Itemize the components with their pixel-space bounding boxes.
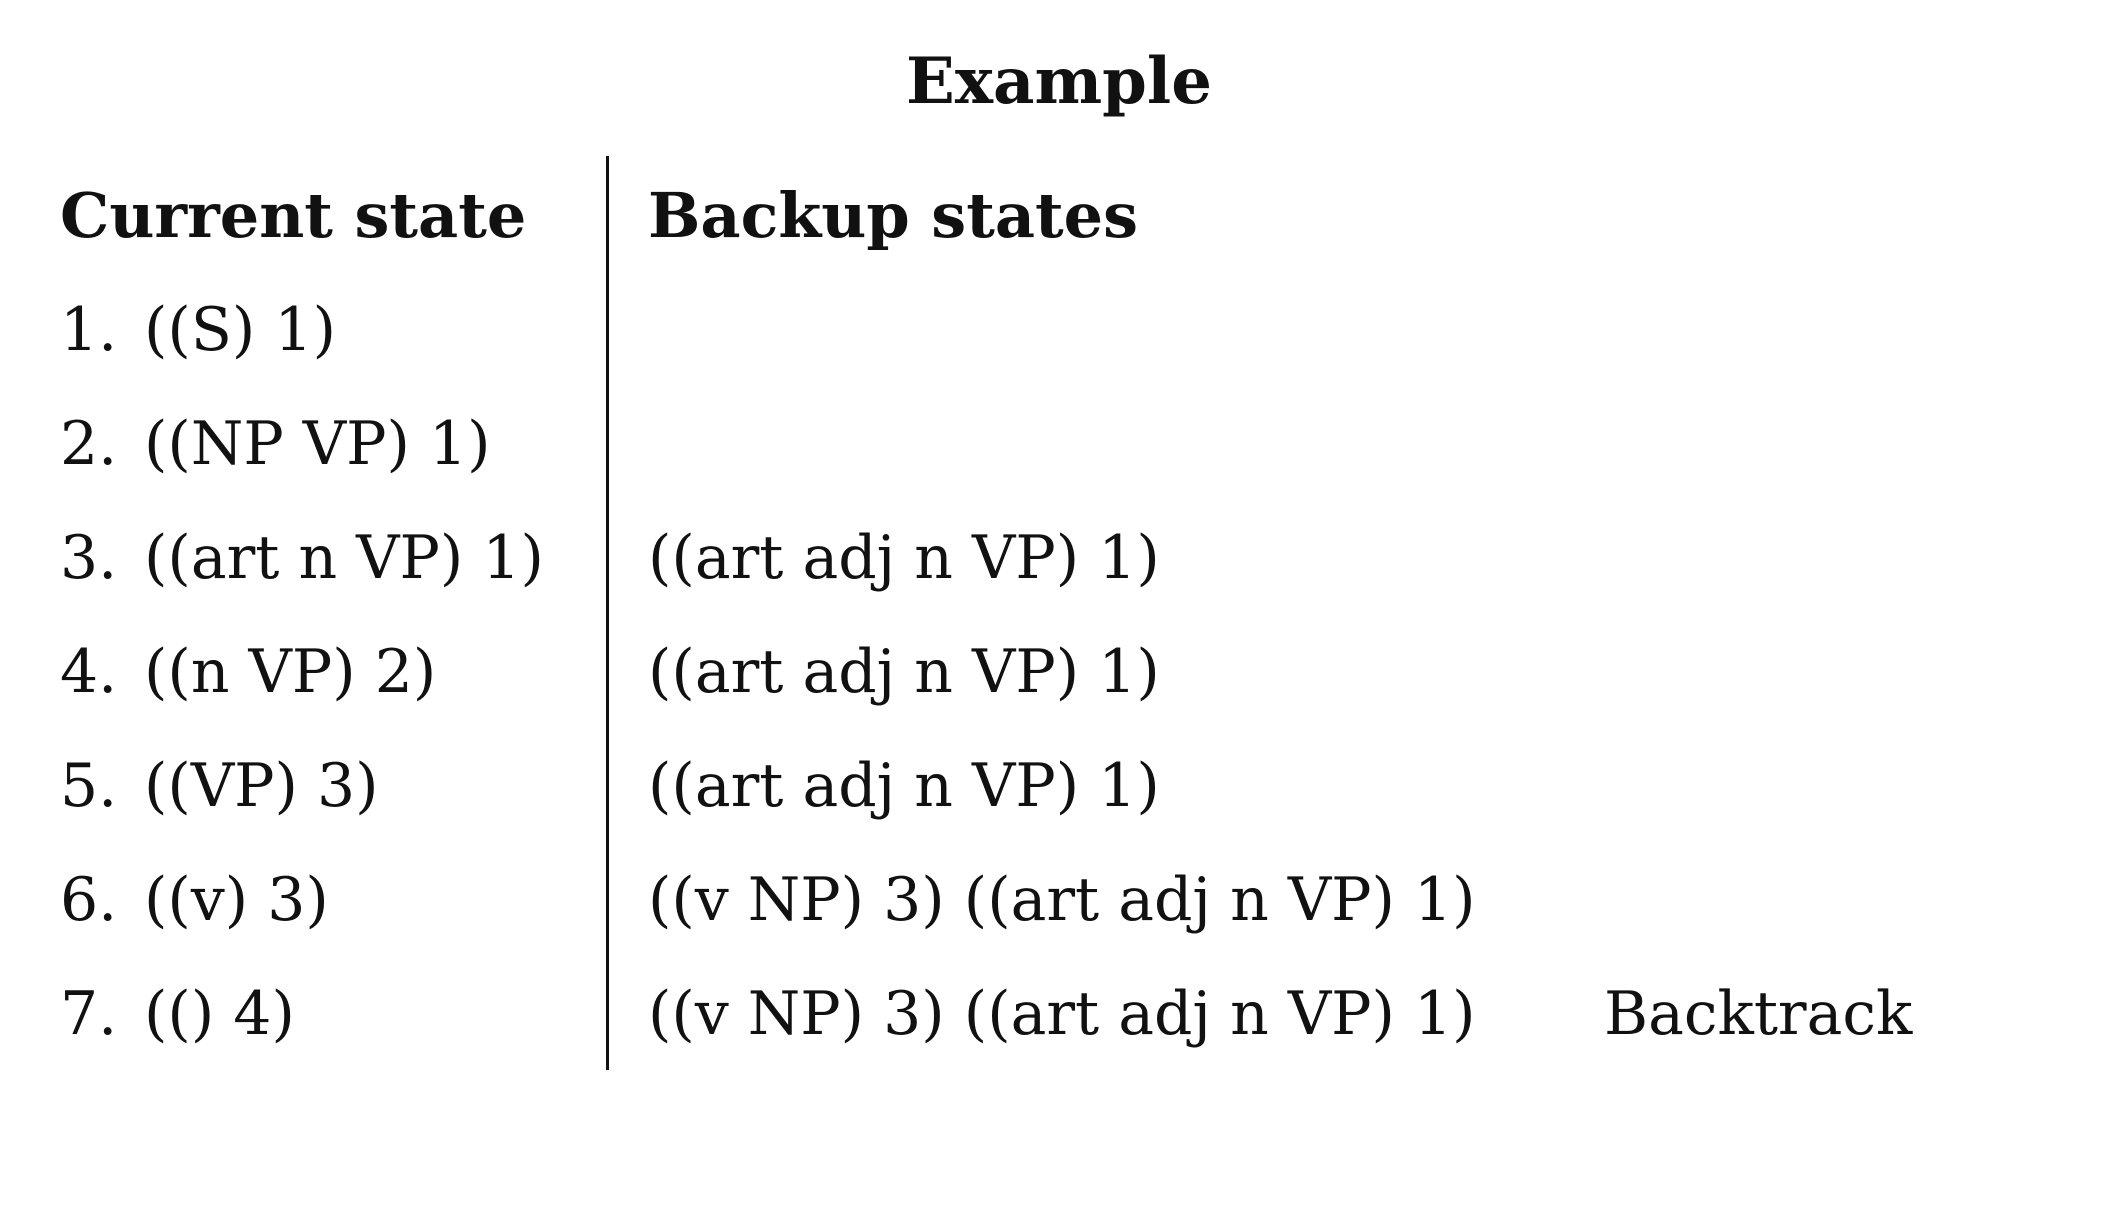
backup-states-cell: ((v NP) 3) ((art adj n VP) 1)	[648, 979, 1476, 1049]
column-divider	[606, 156, 609, 1070]
backup-states-cell: ((art adj n VP) 1)	[648, 523, 1160, 593]
row-number: 4.	[60, 637, 118, 707]
row-number: 6.	[60, 865, 118, 935]
row-number: 7.	[60, 979, 118, 1049]
current-state-cell: ((VP) 3)	[144, 751, 379, 821]
row-number: 1.	[60, 295, 118, 365]
current-state-cell: ((art n VP) 1)	[144, 523, 544, 593]
current-state-cell: ((v) 3)	[144, 865, 329, 935]
current-state-cell: ((n VP) 2)	[144, 637, 437, 707]
row-number: 5.	[60, 751, 118, 821]
row-number: 3.	[60, 523, 118, 593]
current-state-cell: ((S) 1)	[144, 295, 336, 365]
current-state-header: Current state	[60, 179, 527, 252]
backtrack-note: Backtrack	[1604, 979, 1913, 1049]
backup-states-header: Backup states	[648, 179, 1139, 252]
backup-states-cell: ((art adj n VP) 1)	[648, 751, 1160, 821]
backup-states-cell: ((v NP) 3) ((art adj n VP) 1)	[648, 865, 1476, 935]
current-state-cell: ((NP VP) 1)	[144, 409, 491, 479]
page-title: Example	[906, 44, 1212, 119]
row-number: 2.	[60, 409, 118, 479]
backup-states-cell: ((art adj n VP) 1)	[648, 637, 1160, 707]
current-state-cell: (() 4)	[144, 979, 295, 1049]
